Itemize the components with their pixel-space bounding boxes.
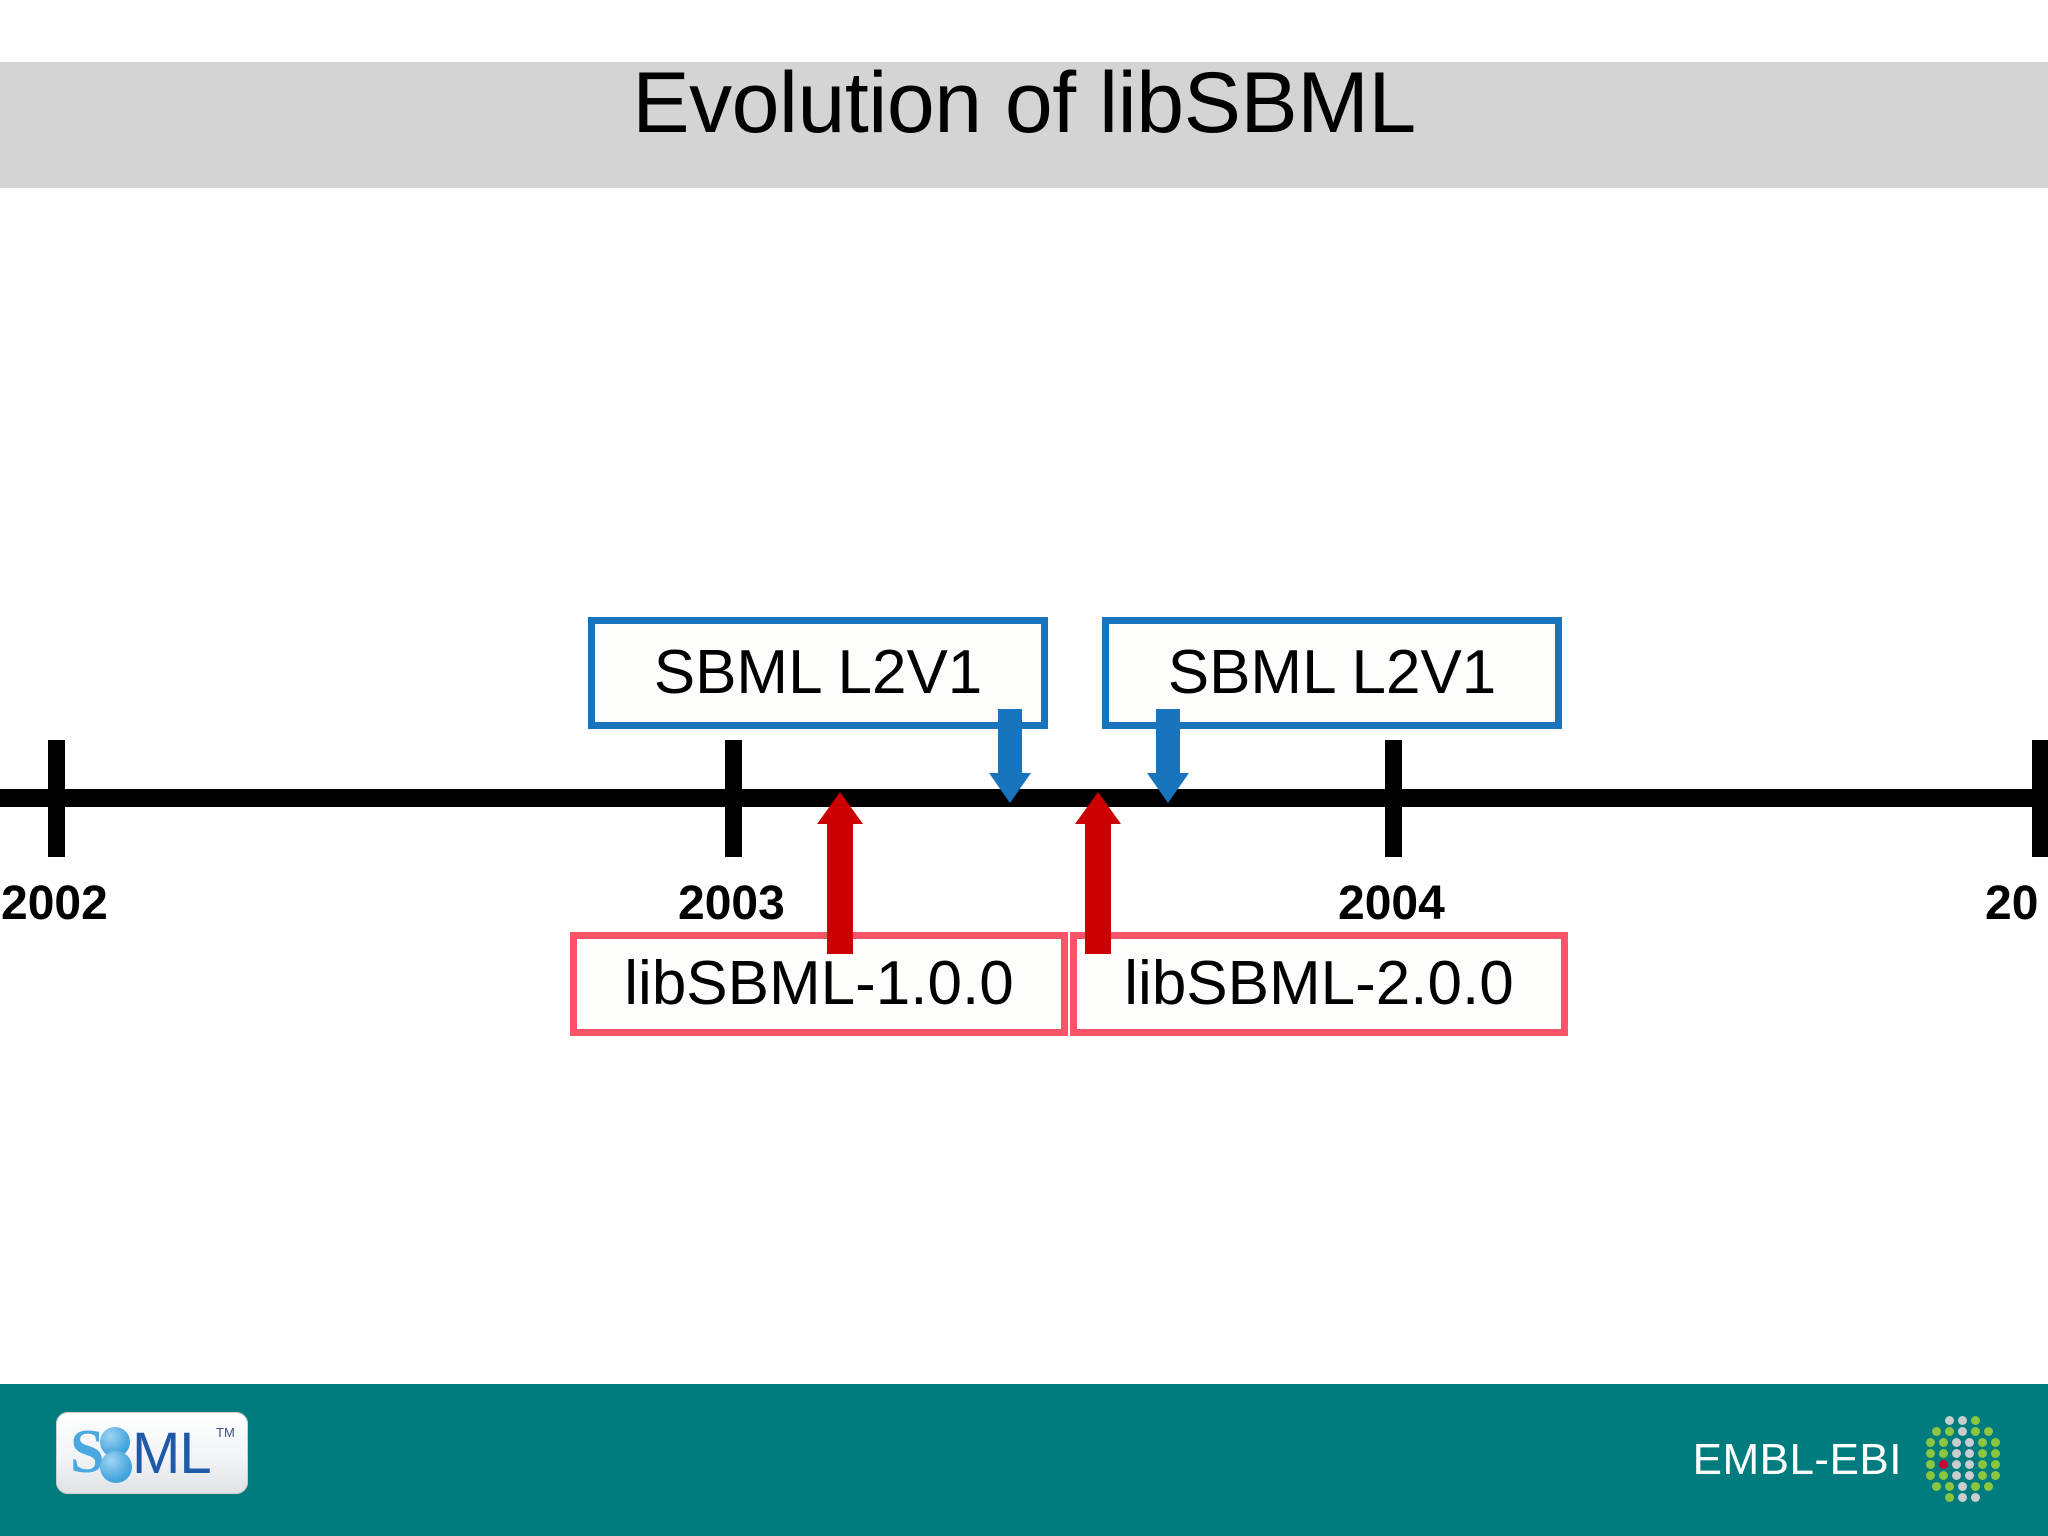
- ebi-hex-dot: [1990, 1449, 2000, 1458]
- timeline-tick-label-20: 20: [1985, 877, 2039, 930]
- spec-box-0[interactable]: SBML L2V1: [588, 617, 1048, 729]
- ebi-hex-dot: [1958, 1482, 1967, 1491]
- ebi-hex-dot: [1971, 1482, 1980, 1491]
- ebi-hex-dot: [1951, 1471, 1961, 1480]
- ebi-hex-dot: [1938, 1449, 1948, 1458]
- ebi-hex-dot: [1964, 1460, 1974, 1469]
- ebi-hex-dot: [1964, 1438, 1974, 1447]
- ebi-hex-dot: [1990, 1460, 2000, 1469]
- release-connector-arrow-0: [817, 792, 863, 954]
- ebi-hex-dot: [1958, 1427, 1967, 1436]
- arrow-head-up-icon: [1075, 792, 1121, 824]
- embl-ebi-hex-icon: [1916, 1414, 2008, 1506]
- release-box-0[interactable]: libSBML-1.0.0: [570, 932, 1068, 1036]
- arrow-shaft: [1156, 709, 1180, 773]
- ebi-hex-dot: [1925, 1471, 1935, 1480]
- release-connector-arrow-1: [1075, 792, 1121, 954]
- ebi-hex-dot: [1984, 1482, 1993, 1491]
- timeline-tick-label-2002: 2002: [1, 877, 108, 930]
- sbml-logo-s-letter: S: [70, 1418, 105, 1486]
- ebi-hex-dot: [1945, 1427, 1954, 1436]
- ebi-hex-dot: [1945, 1493, 1954, 1502]
- ebi-hex-dot: [1977, 1471, 1987, 1480]
- ebi-hex-dot: [1990, 1438, 2000, 1447]
- ebi-hex-dot: [1951, 1438, 1961, 1447]
- ebi-hex-dot: [1971, 1427, 1980, 1436]
- timeline-tick-2003: [725, 740, 742, 857]
- ebi-hex-dot: [1925, 1460, 1935, 1469]
- ebi-hex-dot: [1938, 1460, 1948, 1469]
- timeline-tick-label-2003: 2003: [678, 877, 785, 930]
- ebi-hex-dot: [1977, 1460, 1987, 1469]
- ebi-hex-dot: [1984, 1427, 1993, 1436]
- ebi-hex-dot: [1938, 1471, 1948, 1480]
- ebi-hex-dot: [1925, 1438, 1935, 1447]
- sbml-logo-trademark: TM: [216, 1425, 235, 1440]
- ebi-hex-dot: [1938, 1438, 1948, 1447]
- embl-ebi-wordmark: EMBL-EBI: [1692, 1435, 1902, 1484]
- ebi-hex-dot: [1945, 1482, 1954, 1491]
- timeline-tick-label-2004: 2004: [1338, 877, 1445, 930]
- ebi-hex-dot: [1964, 1471, 1974, 1480]
- arrow-shaft: [998, 709, 1022, 773]
- ebi-hex-dot: [1925, 1449, 1935, 1458]
- ebi-hex-dot: [1958, 1493, 1967, 1502]
- timeline-tick-2004: [1385, 740, 1402, 857]
- sbml-logo-wordmark: ML: [132, 1421, 212, 1486]
- ebi-hex-dot: [1958, 1416, 1967, 1425]
- sbml-logo-glyphs: S ML TM: [68, 1419, 236, 1487]
- ebi-hex-dot: [1951, 1449, 1961, 1458]
- sbml-logo: S ML TM: [56, 1412, 248, 1494]
- ebi-hex-dot: [1977, 1449, 1987, 1458]
- title-band: [0, 62, 2048, 188]
- ebi-hex-dot: [1945, 1416, 1954, 1425]
- timeline-tick-20: [2032, 740, 2048, 857]
- embl-ebi-logo: EMBL-EBI: [1692, 1416, 2008, 1502]
- arrow-head-down-icon: [989, 773, 1031, 803]
- spec-connector-arrow-0: [989, 709, 1031, 803]
- page-title: Evolution of libSBML: [632, 55, 1416, 151]
- arrow-head-up-icon: [817, 792, 863, 824]
- sbml-logo-blob-bottom-icon: [100, 1451, 132, 1483]
- arrow-shaft: [1085, 822, 1111, 954]
- release-box-1[interactable]: libSBML-2.0.0: [1070, 932, 1568, 1036]
- ebi-hex-dot: [1971, 1493, 1980, 1502]
- spec-connector-arrow-1: [1147, 709, 1189, 803]
- timeline-tick-2002: [48, 740, 65, 857]
- ebi-hex-dot: [1971, 1416, 1980, 1425]
- arrow-shaft: [827, 822, 853, 954]
- ebi-hex-dot: [1932, 1482, 1941, 1491]
- ebi-hex-dot: [1951, 1460, 1961, 1469]
- footer-bar: [0, 1384, 2048, 1536]
- ebi-hex-dot: [1977, 1438, 1987, 1447]
- ebi-hex-dot: [1932, 1427, 1941, 1436]
- ebi-hex-dot: [1990, 1471, 2000, 1480]
- ebi-hex-dot: [1964, 1449, 1974, 1458]
- arrow-head-down-icon: [1147, 773, 1189, 803]
